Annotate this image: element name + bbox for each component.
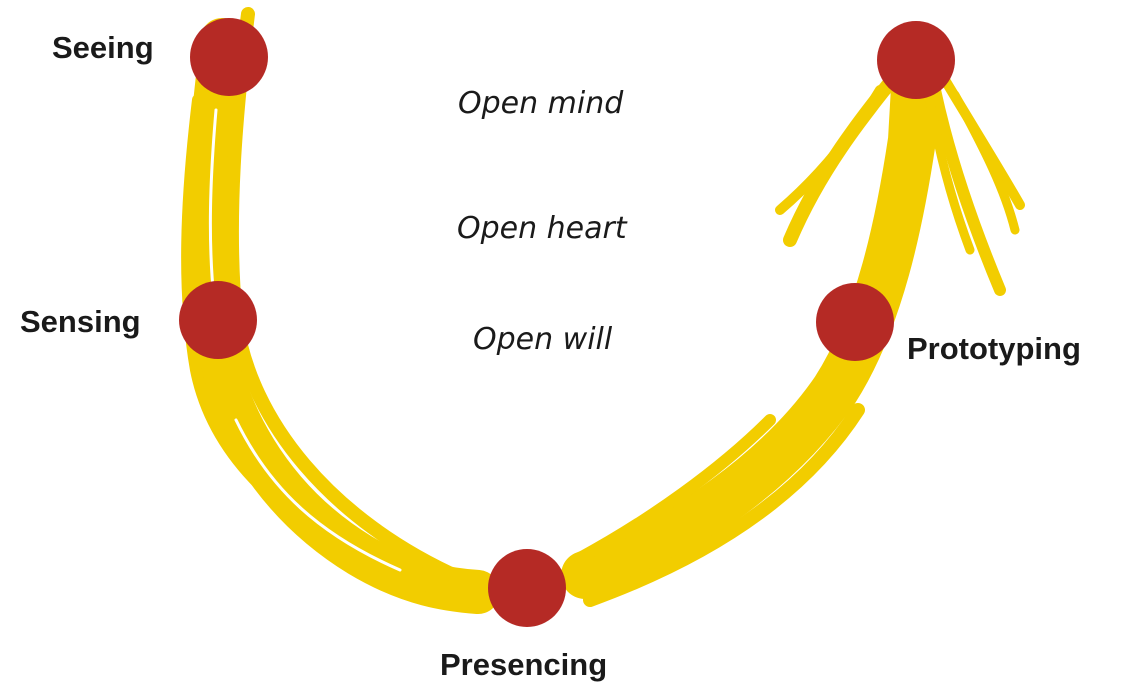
stage-label-sensing: Sensing	[20, 304, 141, 339]
right-branch-strand	[574, 414, 776, 564]
stage-label-seeing: Seeing	[52, 30, 154, 65]
left-branch-highlight	[208, 108, 218, 302]
node-top-right	[877, 21, 955, 99]
stage-label-prototyping: Prototyping	[907, 331, 1081, 366]
open-heart-label: Open heart	[457, 211, 627, 246]
right-branch-main	[561, 46, 940, 599]
u-curve-strokes	[181, 7, 1025, 614]
right-branch-strand	[583, 403, 865, 607]
node-prototyping	[816, 283, 894, 361]
left-branch-strand	[181, 94, 476, 608]
node-sensing	[179, 281, 257, 359]
open-will-label: Open will	[473, 322, 613, 357]
left-branch-highlight	[234, 418, 402, 572]
node-seeing	[190, 18, 268, 96]
node-presencing	[488, 549, 566, 627]
flare-strand	[775, 85, 885, 215]
open-mind-label: Open mind	[458, 86, 624, 121]
stage-label-presencing: Presencing	[440, 647, 608, 682]
flare-strand	[925, 95, 975, 255]
stage-nodes	[179, 18, 955, 627]
flare-strand	[950, 90, 1020, 235]
flare-strand	[929, 84, 1006, 296]
